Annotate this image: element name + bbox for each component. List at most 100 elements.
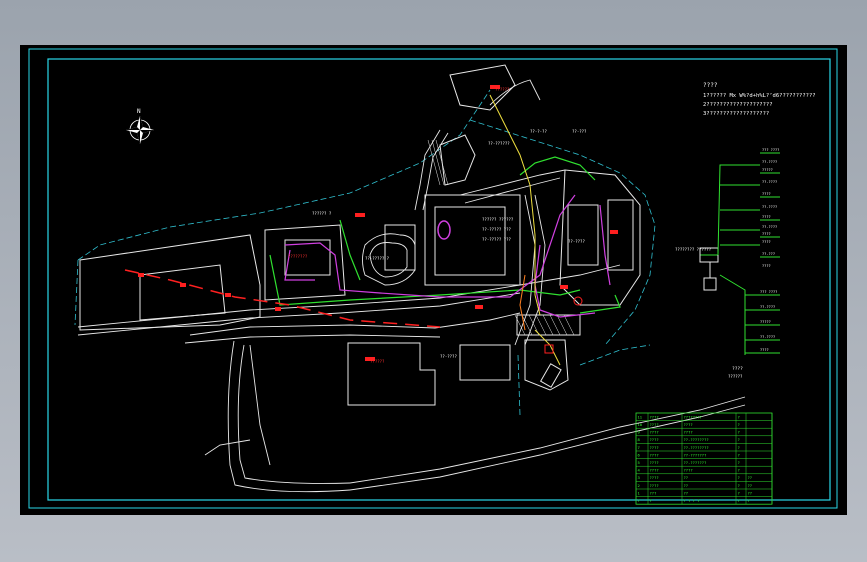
notes-line-2: 2???????????????????? — [703, 102, 773, 108]
system-branch-labels: ??? ???? ??-????????? ??-???????? ??-??????… — [760, 148, 779, 352]
site-boundary — [74, 89, 656, 416]
legend-table-cell: 6 — [638, 452, 641, 457]
legend-table-cell: ???? — [650, 452, 659, 457]
notes-title: ???? — [703, 82, 718, 89]
legend-table-cell: 2 — [638, 483, 640, 488]
label-top-right-1: ??-?-?? — [530, 129, 547, 134]
cable-magenta — [284, 194, 611, 318]
label-main-3: ??-????? ??? — [482, 237, 511, 242]
system-caption-1: ???? — [732, 366, 743, 372]
legend-table-footer-cell: ? ? ? ? — [684, 498, 700, 503]
system-branch-label-lower: ??? ???? — [760, 290, 777, 294]
system-branch-label: ??-???? — [762, 180, 777, 184]
label-main-1: ?????? ?????? — [482, 217, 514, 222]
legend-table-cell: ??-??????? — [684, 452, 707, 457]
north-compass-icon — [126, 116, 154, 144]
system-caption-2: ?????? — [728, 374, 743, 379]
legend-table-cell: ? — [738, 430, 740, 435]
inner-frame — [47, 58, 831, 501]
label-mid: ??-?????? — [488, 141, 510, 146]
legend-table-cell: ? — [738, 422, 740, 427]
legend-table-cell: ???? — [684, 468, 693, 473]
cable-green — [269, 156, 621, 314]
legend-table-cell: ???? — [650, 414, 659, 419]
label-center-left: ??-????? ? — [365, 256, 390, 261]
notes-line-3: 3??????????????????? — [703, 111, 769, 117]
north-label: N — [137, 108, 141, 115]
outer-frame — [28, 48, 838, 509]
cable-orange — [519, 274, 526, 331]
label-south: ??-???? — [440, 354, 457, 359]
system-branch-label: ???? — [762, 192, 771, 196]
system-diagram — [699, 152, 780, 355]
system-branch-label: ??-??? — [762, 252, 775, 256]
legend-table-cell: 3 — [638, 475, 640, 480]
system-branch-label-lower: ???? — [760, 348, 769, 352]
landmark-ellipse — [437, 220, 451, 240]
system-branch-label: ??-???? — [762, 225, 777, 229]
notes-line-1: 1?????? Mx W%?d+h%L?’d6??????????? — [703, 93, 816, 99]
legend-table-footer-cell: ? — [748, 498, 750, 503]
label-bottom-building: ?????? — [370, 359, 385, 364]
legend-table-cell: ??? — [650, 490, 657, 495]
legend-table-cell: ???? — [650, 460, 659, 465]
roads — [77, 79, 746, 493]
primary-feeder — [124, 269, 441, 328]
legend-table-cell: ? — [738, 490, 740, 495]
red-markers — [138, 85, 618, 361]
legend-table-cell: ??-???????? — [684, 437, 709, 442]
legend-table-footer-cell: ? — [650, 498, 652, 503]
legend-table-cell: ? — [738, 483, 740, 488]
legend-table-cell: ???? — [650, 445, 659, 450]
label-east: ??-???? — [568, 239, 585, 244]
legend-table-cell: ???? — [650, 483, 659, 488]
label-west: ?????? ? — [312, 211, 332, 216]
legend-table-footer-cell: ? — [738, 498, 740, 503]
legend-table-cell: ???? — [684, 430, 693, 435]
legend-table-cell: ???? — [684, 422, 693, 427]
system-branch-label-lower: ??-???? — [760, 305, 775, 309]
legend-table-cell: ??-??????? — [684, 460, 707, 465]
legend-table-cell: ?? — [684, 475, 689, 480]
notes-block: ???? 1?????? Mx W%?d+h%L?’d6??????????? … — [703, 82, 816, 117]
system-branch-label: ??-???? — [762, 160, 777, 164]
drawing-sheet: N — [20, 45, 847, 515]
hatch-area — [427, 139, 575, 336]
legend-table-cell: ???? — [650, 422, 659, 427]
system-branch-label-lower: ????? — [760, 320, 771, 324]
system-branch-label: ???? — [762, 232, 771, 236]
system-main-label: ???????? ?????? — [675, 247, 712, 252]
legend-table-cell: ? — [738, 437, 740, 442]
legend-table-cell: ? — [738, 414, 740, 419]
site-plan: N — [28, 48, 838, 509]
label-top-red: ?????? — [495, 87, 510, 92]
system-branch-label: ????? — [762, 168, 773, 172]
legend-table-cell: ?? — [684, 490, 689, 495]
legend-table: 11?????????????10?????????9?????????8???… — [635, 412, 773, 505]
system-branch-label: ??? ???? — [762, 148, 779, 152]
system-branch-label: ???? — [762, 215, 771, 219]
legend-table-cell: 8 — [638, 437, 641, 442]
legend-table-cell: 9 — [638, 430, 641, 435]
legend-table-cell: ??-???????? — [684, 445, 709, 450]
legend-table-cell: ???????? — [684, 414, 702, 419]
legend-table-cell: ?? — [684, 483, 689, 488]
legend-table-cell: 1 — [638, 490, 641, 495]
legend-table-cell: ?? — [748, 475, 753, 480]
legend-table-cell: ?? — [748, 483, 753, 488]
label-main-2: ??-????? ??? — [482, 227, 511, 232]
legend-table-cell: ? — [738, 445, 740, 450]
legend-table-footer-cell: ? — [638, 498, 640, 503]
legend-table-cell: 4 — [638, 468, 641, 473]
legend-table-cell: ? — [738, 460, 740, 465]
legend-table-cell: 10 — [638, 422, 643, 427]
buildings — [79, 64, 641, 406]
label-top-right-2: ??-??? — [572, 129, 587, 134]
legend-table-cell: 11 — [638, 414, 643, 419]
label-left-building: ???????? — [288, 254, 308, 259]
legend-table-cell: ? — [738, 475, 740, 480]
legend-table-cell: ???? — [650, 468, 659, 473]
legend-table-cell: ? — [738, 452, 740, 457]
legend-table-cell: ???? — [650, 437, 659, 442]
legend-table-cell: ? — [738, 468, 740, 473]
